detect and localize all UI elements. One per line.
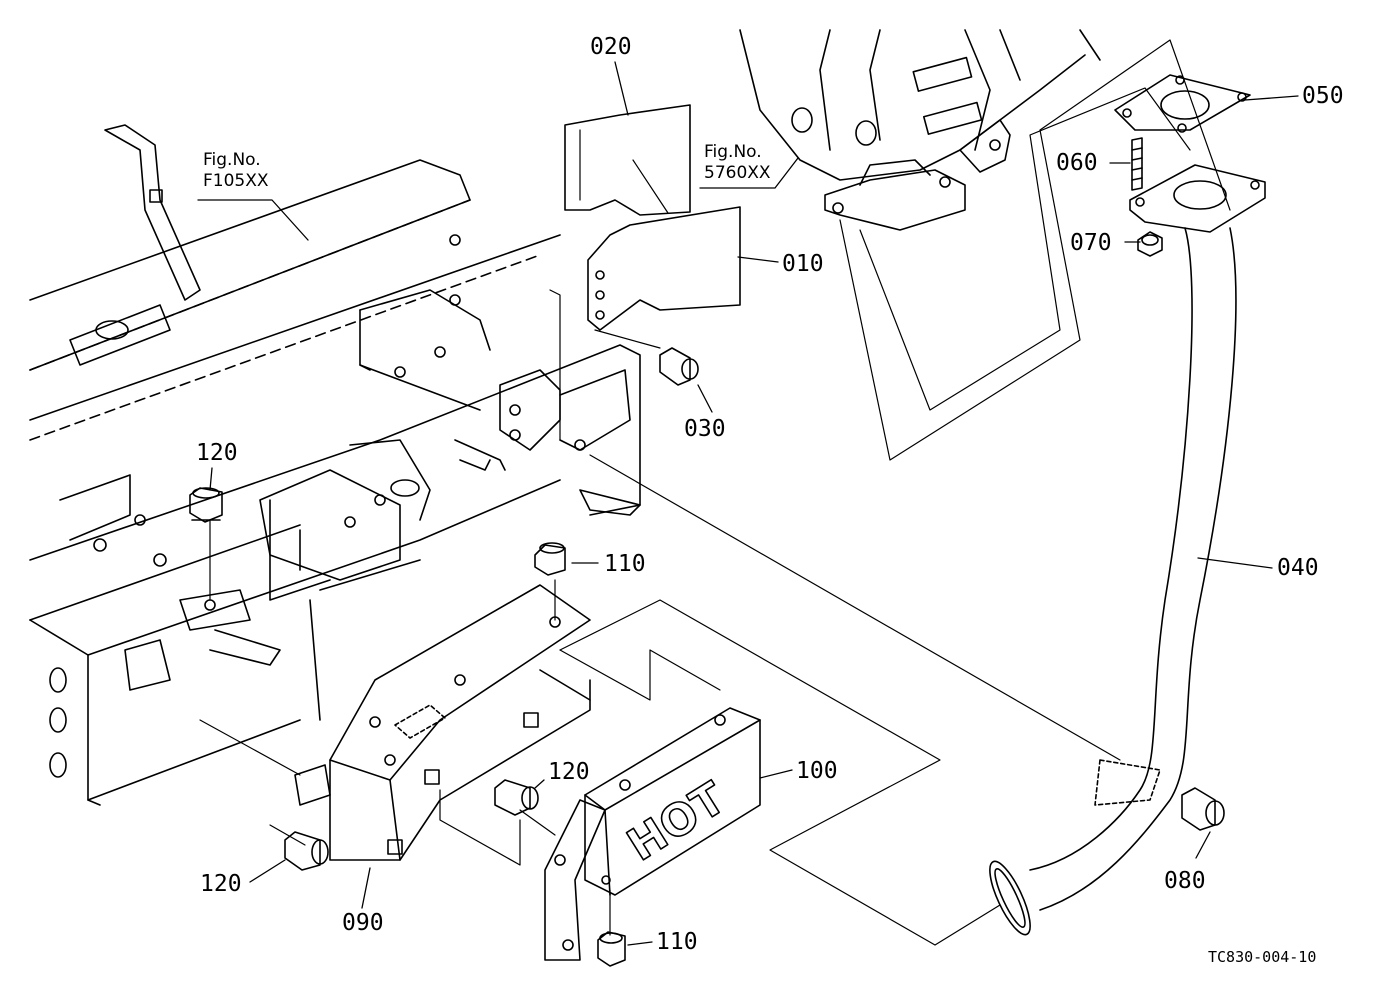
bolt-110-bottom xyxy=(598,932,625,966)
bolt-080 xyxy=(1182,788,1224,830)
pipe-flange xyxy=(1130,165,1265,232)
part-label-120-upper-left: 120 xyxy=(196,440,238,466)
chassis-frame xyxy=(30,125,640,805)
figure-ref-5760xx-line1: Fig.No. xyxy=(704,142,762,162)
muffler-guide-frame xyxy=(840,40,1230,460)
shield-plate-010 xyxy=(588,207,740,330)
nut-070 xyxy=(1138,232,1162,256)
figure-ref-f105xx-line1: Fig.No. xyxy=(203,150,261,170)
stud-bolt-060 xyxy=(1132,138,1142,190)
part-label-080: 080 xyxy=(1164,868,1206,894)
bracket-090 xyxy=(330,585,590,860)
figure-ref-f105xx: Fig.No. F105XX xyxy=(203,150,269,193)
part-label-010: 010 xyxy=(782,251,824,277)
assembly-guide-lines xyxy=(200,290,1120,945)
part-label-110-top: 110 xyxy=(604,551,646,577)
heat-cover-020 xyxy=(565,105,690,215)
bolt-120-upper-left xyxy=(190,488,222,522)
part-label-090: 090 xyxy=(342,910,384,936)
bolt-120-lower-left xyxy=(285,832,328,870)
part-label-020: 020 xyxy=(590,34,632,60)
part-label-100: 100 xyxy=(796,758,838,784)
part-label-070: 070 xyxy=(1070,230,1112,256)
part-label-120-lower-left: 120 xyxy=(200,871,242,897)
part-label-040: 040 xyxy=(1277,555,1319,581)
muffler-body xyxy=(740,30,1100,230)
leader-lines xyxy=(198,62,1298,945)
heat-cover-100 xyxy=(545,708,760,960)
drawing-code: TC830-004-10 xyxy=(1208,948,1317,966)
bolt-030 xyxy=(660,348,698,385)
figure-ref-f105xx-line2: F105XX xyxy=(203,171,269,192)
part-label-110-bottom: 110 xyxy=(656,929,698,955)
gasket-050 xyxy=(1115,75,1250,132)
part-label-120-middle: 120 xyxy=(548,759,590,785)
bolt-110-top xyxy=(535,543,565,575)
part-label-060: 060 xyxy=(1056,150,1098,176)
part-label-030: 030 xyxy=(684,416,726,442)
figure-ref-5760xx-line2: 5760XX xyxy=(704,163,771,184)
part-label-050: 050 xyxy=(1302,83,1344,109)
exhaust-pipe-040 xyxy=(982,228,1236,939)
figure-ref-5760xx: Fig.No. 5760XX xyxy=(704,142,771,185)
bolt-120-middle xyxy=(495,780,538,815)
